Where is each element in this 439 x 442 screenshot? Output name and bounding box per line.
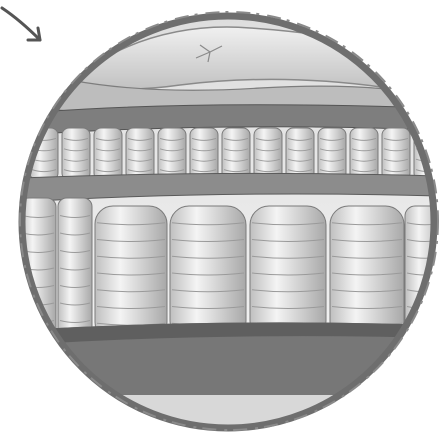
pocket-coil-row [20, 198, 439, 340]
mini-coil [158, 128, 186, 180]
mini-coil [382, 128, 410, 180]
pocket-coil [250, 206, 326, 340]
mini-coil [254, 128, 282, 180]
mini-coil [286, 128, 314, 180]
pocket-coil [95, 206, 167, 340]
mini-coil [350, 128, 378, 180]
mini-coil [222, 128, 250, 180]
arrow-icon [2, 8, 40, 40]
mini-coil [94, 128, 122, 180]
mini-coil [318, 128, 346, 180]
mini-coil [190, 128, 218, 180]
mini-coil [62, 128, 90, 180]
pocket-coil [330, 206, 404, 340]
mini-coil [126, 128, 154, 180]
pocket-coil [58, 198, 92, 338]
pocket-coil [170, 206, 246, 340]
